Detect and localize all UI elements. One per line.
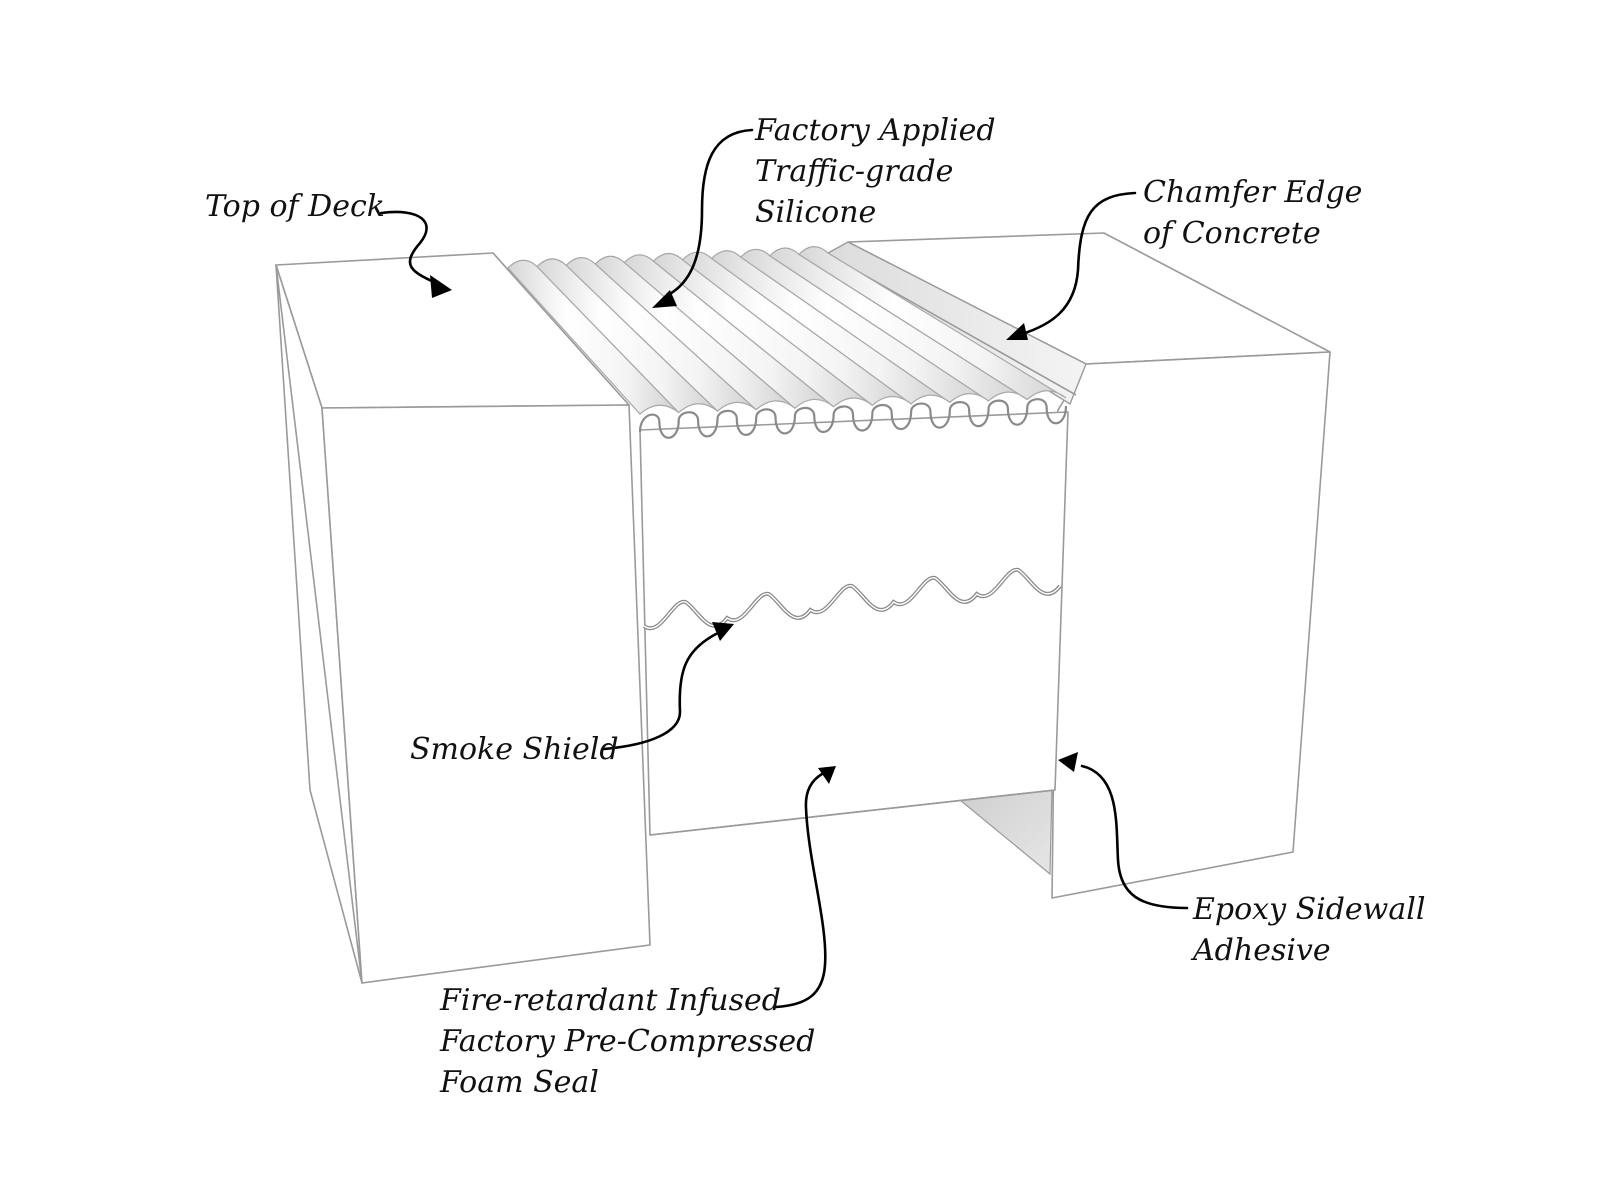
label-factory-silicone: Factory Applied Traffic-grade Silicone (755, 110, 996, 233)
arrowhead-icon (1058, 752, 1078, 772)
leader-line (1080, 764, 1189, 910)
leader-line (774, 772, 827, 1009)
right-concrete-block (847, 232, 1331, 899)
label-chamfer-edge: Chamfer Edge of Concrete (1143, 172, 1362, 254)
silicone-ridge (797, 246, 1067, 401)
leader-factory-silicone (652, 128, 754, 308)
arrowhead-icon (652, 290, 677, 308)
label-line: Traffic-grade (755, 154, 954, 189)
right-block-front-face (1051, 351, 1331, 899)
label-line: Smoke Shield (410, 732, 619, 767)
arrowhead-icon (712, 622, 734, 641)
leader-line (666, 128, 754, 297)
pre-compressed-foam-seal (639, 411, 1069, 836)
epoxy-sidewall-adhesive-shade (958, 787, 1053, 876)
label-line: Fire-retardant Infused (440, 983, 781, 1018)
leader-line (1020, 191, 1137, 336)
leader-foam-seal (774, 766, 836, 1009)
traffic-grade-silicone-bellows (507, 246, 1067, 415)
label-line: Factory Pre-Compressed (440, 1024, 816, 1059)
label-line: Foam Seal (440, 1065, 599, 1100)
smoke-shield (642, 567, 1062, 631)
label-foam-seal: Fire-retardant Infused Factory Pre-Compr… (440, 980, 815, 1103)
arrowhead-icon (1006, 323, 1028, 340)
label-top-of-deck: Top of Deck (205, 186, 385, 227)
foam-seal-bottom-edge (649, 789, 1056, 836)
label-epoxy-adhesive: Epoxy Sidewall Adhesive (1193, 889, 1425, 971)
label-line: of Concrete (1143, 216, 1321, 251)
left-concrete-block (275, 252, 651, 984)
silicone-bellows-profile (638, 398, 1068, 439)
label-line: Factory Applied (755, 113, 996, 148)
leader-line (379, 210, 440, 286)
label-line: Chamfer Edge (1143, 175, 1363, 210)
arrowhead-icon (430, 275, 452, 298)
leader-line (602, 632, 718, 751)
leader-smoke-shield (602, 622, 734, 751)
leader-top-of-deck (379, 210, 452, 298)
foam-seal-front-face (639, 411, 1069, 836)
leader-chamfer-edge (1006, 191, 1137, 340)
label-smoke-shield: Smoke Shield (410, 729, 619, 770)
label-line: Epoxy Sidewall (1193, 892, 1426, 927)
left-block-back-edge (275, 264, 363, 984)
label-line: Silicone (755, 195, 877, 230)
smoke-shield-wave (643, 569, 1061, 629)
left-block-front-face (321, 404, 651, 984)
silicone-profile-line (638, 398, 1068, 439)
leader-epoxy-adhesive (1058, 752, 1189, 910)
label-line: Adhesive (1193, 933, 1331, 968)
label-line: Top of Deck (205, 189, 385, 224)
arrowhead-icon (818, 766, 836, 784)
